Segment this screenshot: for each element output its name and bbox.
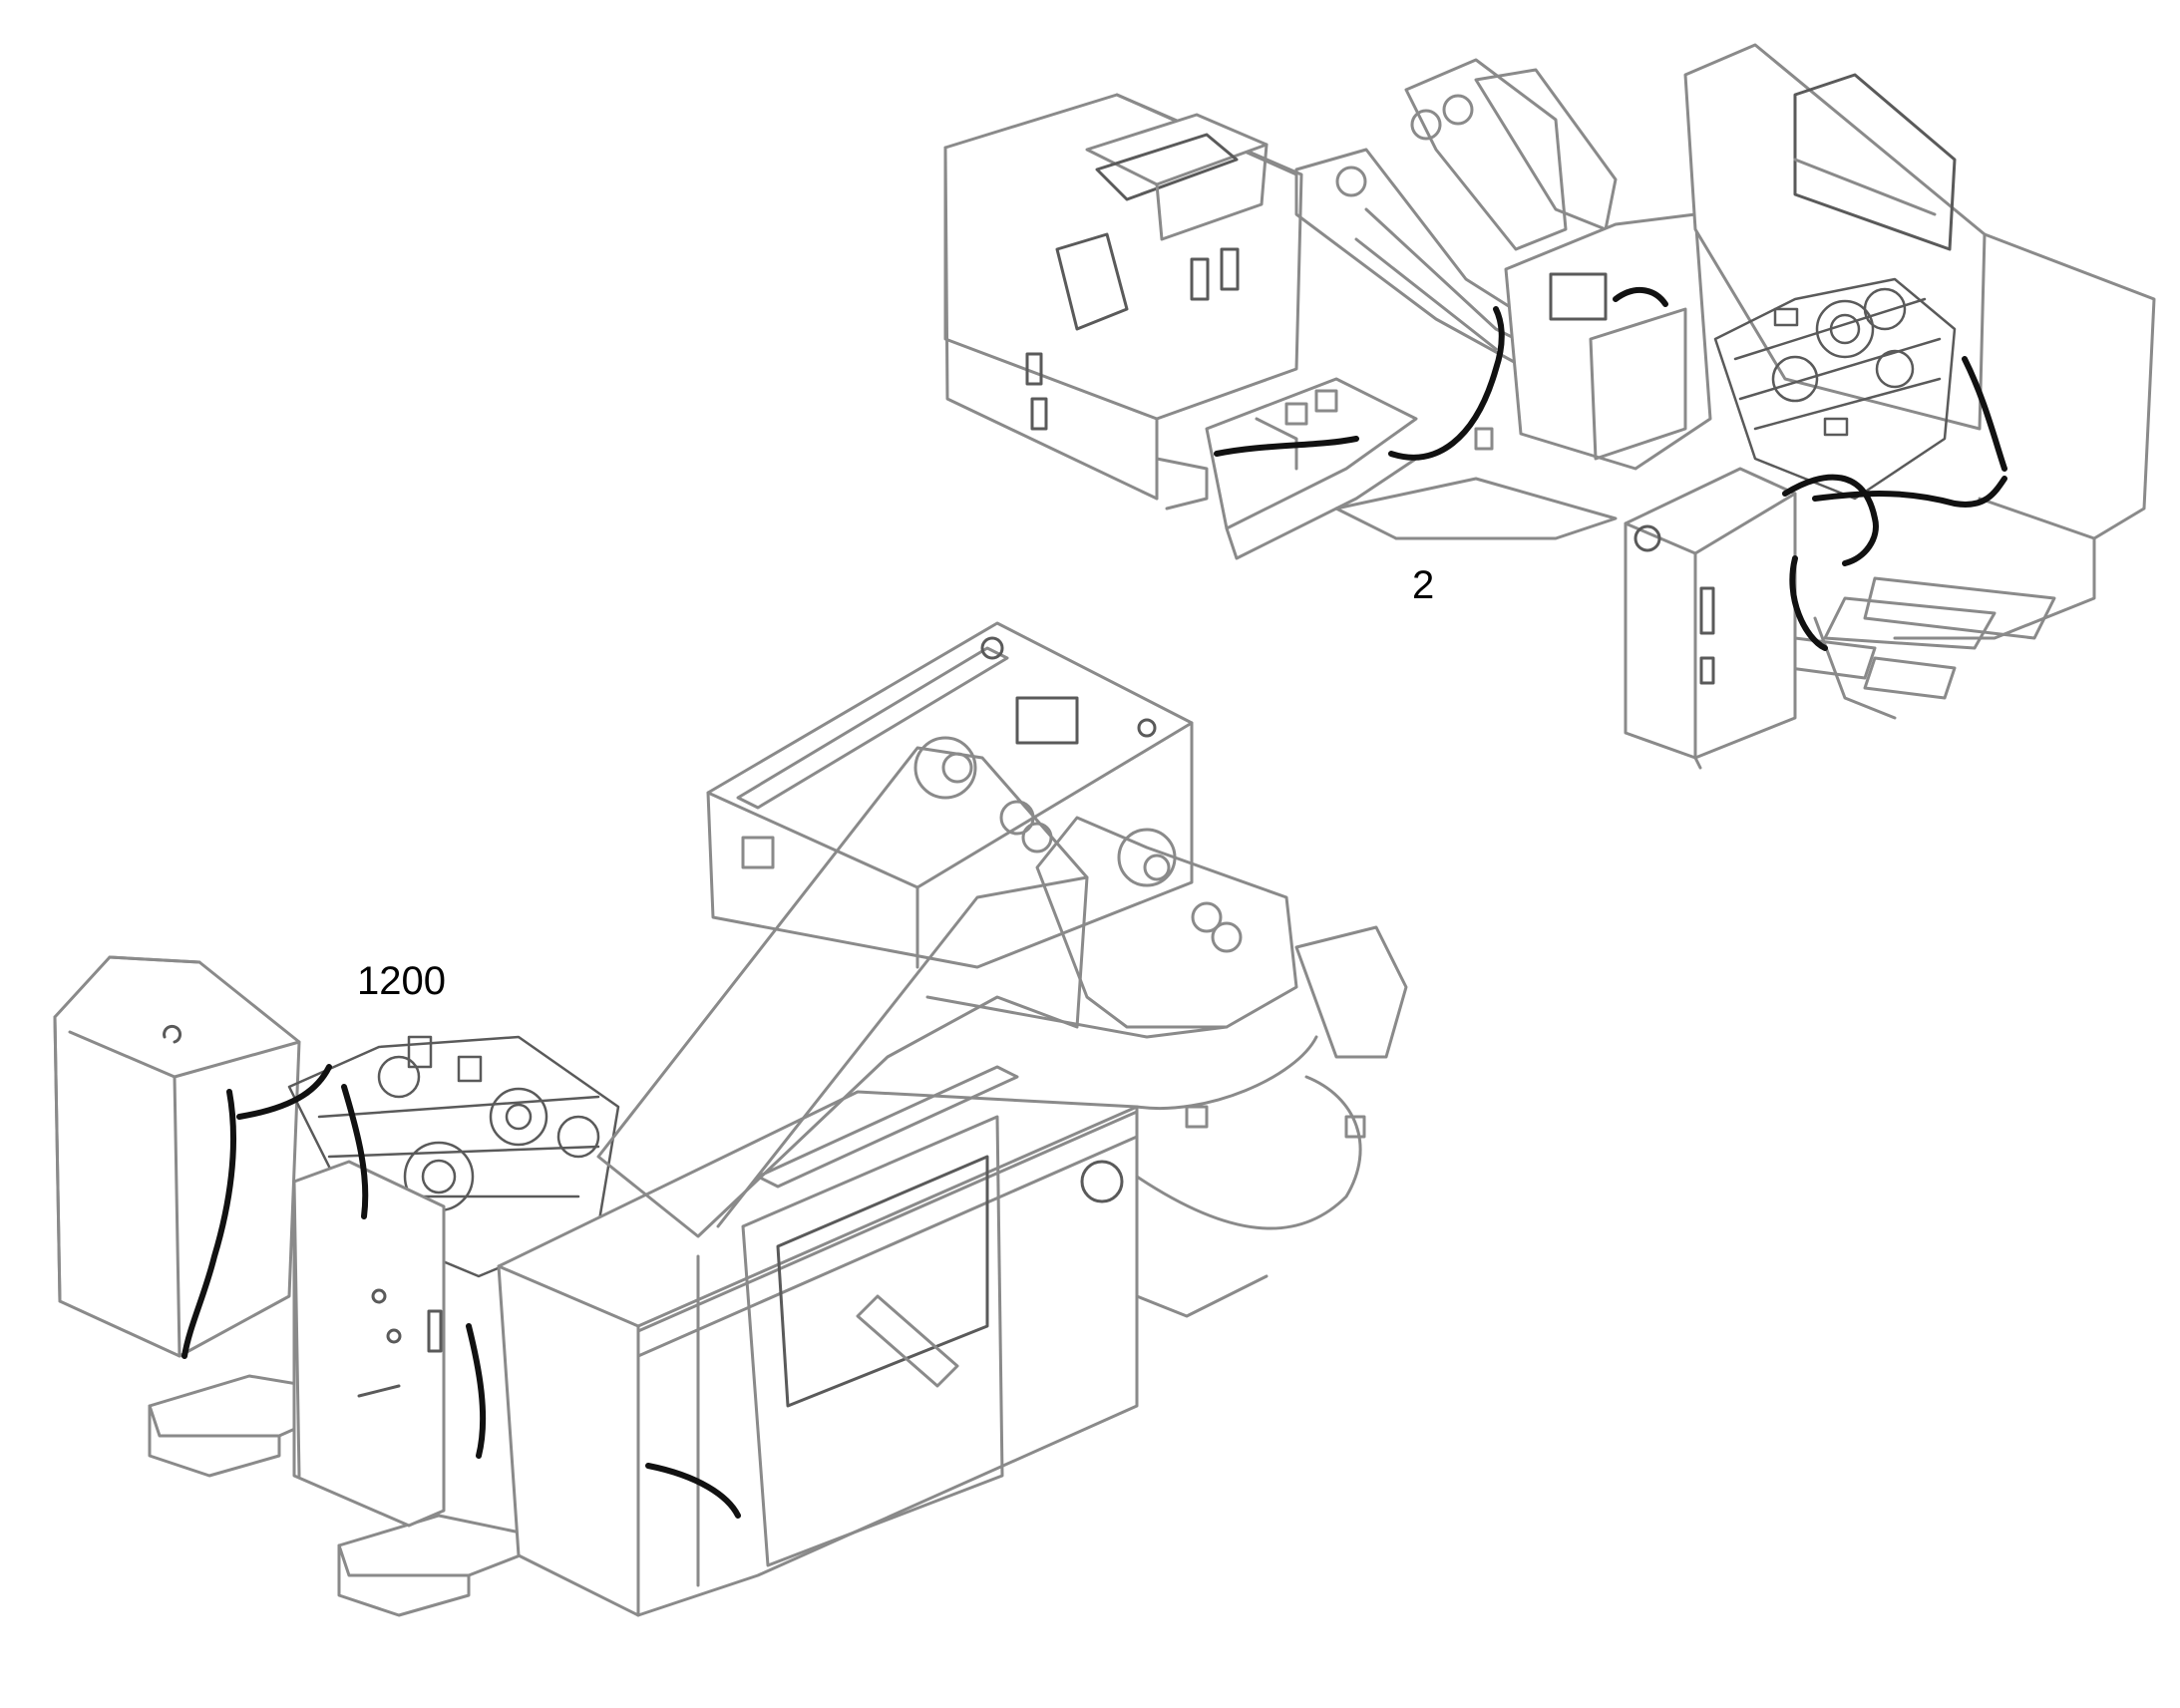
- electrical-cabinet: [1624, 467, 1797, 770]
- upper-frame-box: [706, 621, 1194, 969]
- left-cabinet: [53, 955, 301, 1358]
- main-frame-box: [497, 1065, 1139, 1617]
- pivot-frame: [1135, 1035, 1366, 1318]
- callout-label-1200: 1200: [357, 959, 446, 1003]
- front-frame-assembly: [53, 621, 1408, 1617]
- engine: [1713, 277, 1957, 501]
- center-panel: [292, 1160, 446, 1528]
- front-hoses: [182, 1064, 741, 1519]
- bulkhead-plate: [1504, 212, 1712, 471]
- rear-frame-assembly: [943, 43, 2156, 770]
- chassis-rails: [1205, 377, 1618, 560]
- loader-arm-towers: [596, 736, 1408, 1238]
- cab-box: [943, 93, 1303, 511]
- rear-frame-tower: [1683, 43, 2156, 720]
- hydraulic-hoses: [1214, 287, 2007, 651]
- callout-label-2: 2: [1412, 563, 1435, 607]
